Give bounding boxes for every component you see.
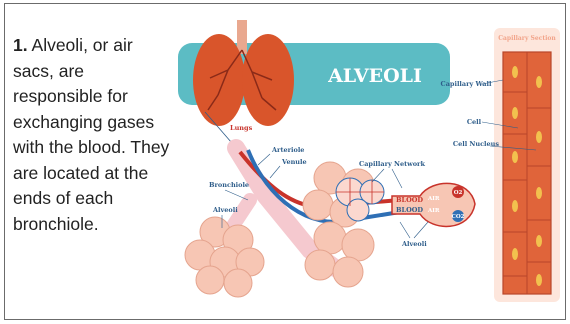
arteriole-label: Arteriole xyxy=(271,146,304,154)
cell-nucleus-label: Cell Nucleus xyxy=(453,140,499,148)
gas-exchange-sac: BLOOD BLOOD AIR AIR O2 CO2 xyxy=(392,183,475,226)
bronchiole-label: Bronchiole xyxy=(209,181,249,189)
cell-label: Cell xyxy=(467,118,482,126)
air-bottom-label: AIR xyxy=(427,208,440,214)
alveoli-left-label: Alveoli xyxy=(212,206,238,214)
alveoli-cluster-right xyxy=(303,162,374,287)
o2-label: O2 xyxy=(454,190,463,196)
capillary-section: Capillary Section xyxy=(494,28,560,302)
lungs-label: Lungs xyxy=(230,124,253,132)
alveoli-cluster-left xyxy=(185,217,264,297)
capillary-network-label: Capillary Network xyxy=(359,160,425,168)
blood-top-label: BLOOD xyxy=(396,196,423,204)
air-top-label: AIR xyxy=(427,196,440,202)
alveoli-right-label: Alveoli xyxy=(401,240,427,248)
capillary-wall-label: Capillary Wall xyxy=(441,80,492,88)
co2-label: CO2 xyxy=(452,214,465,220)
blood-bottom-label: BLOOD xyxy=(396,206,423,214)
banner-title: ALVEOLI xyxy=(327,65,422,87)
capillary-section-title: Capillary Section xyxy=(498,35,556,42)
venule-label: Venule xyxy=(281,158,307,166)
